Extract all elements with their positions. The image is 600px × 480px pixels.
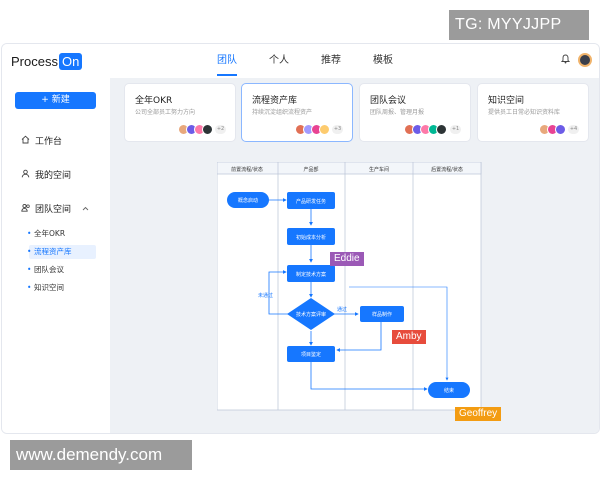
sidebar-sub-process-library[interactable]: 流程资产库 xyxy=(27,245,96,259)
lane-header-pre: 前置流程/状态 xyxy=(231,166,263,173)
node-start[interactable]: 概念启动 xyxy=(227,192,269,208)
new-button[interactable]: + 新建 xyxy=(15,92,96,109)
sidebar-item-team-space[interactable]: 团队空间 xyxy=(21,202,71,215)
watermark-bottom: www.demendy.com xyxy=(10,440,192,470)
card-title: 全年OKR xyxy=(135,96,173,106)
node-cost-analysis[interactable]: 初始成本分析 xyxy=(287,228,335,245)
node-label: 项目鉴定 xyxy=(301,351,321,358)
space-card-process-library[interactable]: 流程资产库 持续沉淀组织流程资产 +3 xyxy=(241,83,353,142)
node-label: 制定技术方案 xyxy=(296,271,326,278)
node-project-approval[interactable]: 项目鉴定 xyxy=(287,346,335,362)
tab-templates[interactable]: 模板 xyxy=(373,55,393,66)
tab-team[interactable]: 团队 xyxy=(217,44,237,78)
watermark-top: TG: MYYJJPP xyxy=(449,10,589,40)
sidebar-sub-knowledge[interactable]: 知识空间 xyxy=(27,281,64,295)
member-avatar xyxy=(319,124,330,135)
member-count: +3 xyxy=(332,125,343,134)
card-subtitle: 公司全部员工努力方向 xyxy=(135,109,196,116)
sidebar-sub-meetings[interactable]: 团队会议 xyxy=(27,263,64,277)
card-subtitle: 提供员工日常必知识资料库 xyxy=(488,109,561,116)
node-label: 初始成本分析 xyxy=(296,234,326,241)
card-title: 流程资产库 xyxy=(252,96,298,106)
sidebar-sub-okr[interactable]: 全年OKR xyxy=(27,227,65,241)
card-subtitle: 持续沉淀组织流程资产 xyxy=(252,109,313,116)
sidebar-item-label: 团队空间 xyxy=(35,205,72,215)
node-tech-review[interactable]: 技术方案评审 xyxy=(287,298,335,330)
user-icon xyxy=(21,169,31,181)
sidebar: + 新建 工作台 我的空间 团队空间 全年OKR 流程资产库 团队会议 知识空间 xyxy=(2,78,110,433)
member-avatar xyxy=(436,124,447,135)
space-card-okr[interactable]: 全年OKR 公司全部员工努力方向 +2 xyxy=(124,83,236,142)
space-card-knowledge[interactable]: 知识空间 提供员工日常必知识资料库 +4 xyxy=(477,83,589,142)
swimlane-flowchart[interactable]: 前置流程/状态 产品部 生产车间 后置流程/状态 未通过 通过 xyxy=(216,161,485,412)
home-icon xyxy=(21,135,31,147)
logo-badge: On xyxy=(58,52,83,70)
collaborator-tag-amby: Amby xyxy=(392,330,426,344)
lane-header-workshop: 生产车间 xyxy=(369,166,389,173)
sidebar-item-label: 工作台 xyxy=(35,137,63,147)
node-label: 样品制作 xyxy=(372,311,392,318)
tab-personal[interactable]: 个人 xyxy=(269,55,289,66)
node-end[interactable]: 结束 xyxy=(428,382,470,398)
node-sample-making[interactable]: 样品制作 xyxy=(360,306,404,322)
sidebar-item-my-space[interactable]: 我的空间 xyxy=(21,168,71,181)
team-icon xyxy=(21,203,31,215)
sidebar-item-label: 我的空间 xyxy=(35,171,72,181)
user-avatar[interactable] xyxy=(578,53,592,67)
edge-label-fail: 未通过 xyxy=(258,292,273,299)
tab-recommend[interactable]: 推荐 xyxy=(321,55,341,66)
node-tech-plan[interactable]: 制定技术方案 xyxy=(287,265,335,282)
sidebar-item-workbench[interactable]: 工作台 xyxy=(21,134,62,147)
bell-icon[interactable] xyxy=(560,54,571,67)
member-avatar xyxy=(202,124,213,135)
lane-header-product: 产品部 xyxy=(303,166,318,173)
node-label: 结束 xyxy=(444,387,454,394)
chevron-up-icon[interactable] xyxy=(82,205,89,213)
member-count: +2 xyxy=(215,125,226,134)
main-content: 全年OKR 公司全部员工努力方向 +2 流程资产库 持续沉淀组织流程资产 +3 … xyxy=(110,78,599,433)
main-nav: 团队 个人 推荐 模板 xyxy=(217,44,425,78)
collaborator-tag-eddie: Eddie xyxy=(330,252,364,266)
node-label: 概念启动 xyxy=(238,197,258,204)
member-avatar xyxy=(555,124,566,135)
card-title: 团队会议 xyxy=(370,96,407,106)
node-rd-task[interactable]: 产品研发任务 xyxy=(287,192,335,209)
card-subtitle: 团队周报、管理月报 xyxy=(370,109,425,116)
member-count: +1 xyxy=(450,125,461,134)
member-count: +4 xyxy=(568,125,579,134)
lane-header-post: 后置流程/状态 xyxy=(431,166,463,173)
node-label: 技术方案评审 xyxy=(296,311,326,318)
node-label: 产品研发任务 xyxy=(296,198,326,205)
edge-label-pass: 通过 xyxy=(337,306,347,313)
space-card-meetings[interactable]: 团队会议 团队周报、管理月报 +1 xyxy=(359,83,471,142)
card-title: 知识空间 xyxy=(488,96,525,106)
logo-text: Process xyxy=(11,53,58,69)
collaborator-tag-geoffrey: Geoffrey xyxy=(455,407,502,421)
